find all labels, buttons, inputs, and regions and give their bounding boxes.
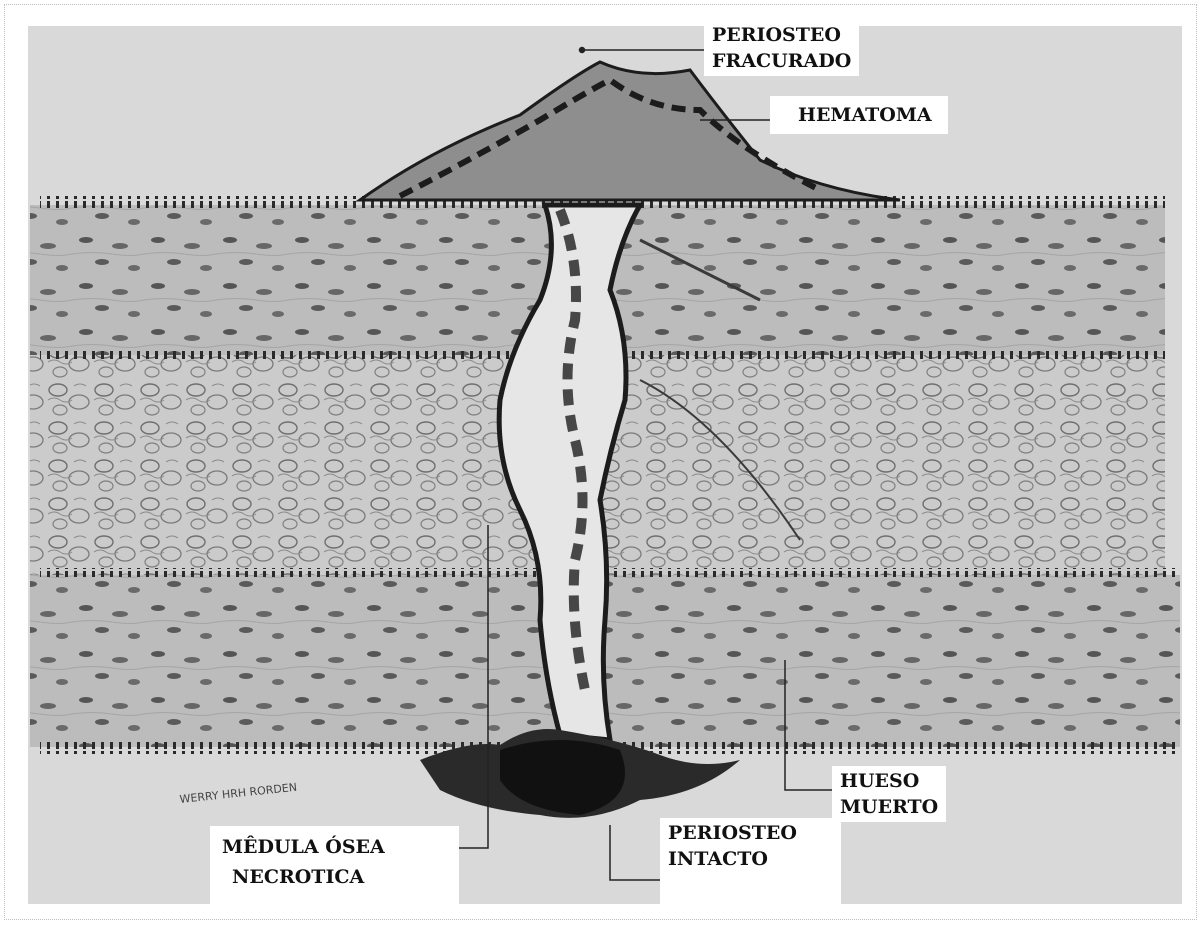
label-line: FRACURADO xyxy=(712,48,851,74)
label-line: MUERTO xyxy=(840,794,938,820)
label-line: NECROTICA xyxy=(222,862,447,892)
label-line: INTACTO xyxy=(668,846,833,872)
label-line: PERIOSTEO xyxy=(712,22,851,48)
label-line: MÊDULA ÓSEA xyxy=(222,832,447,862)
label-line: HUESO xyxy=(840,768,938,794)
label-periosteo-intacto: PERIOSTEO INTACTO xyxy=(660,818,841,908)
label-hematoma: HEMATOMA xyxy=(770,96,948,134)
leader-dot xyxy=(580,48,585,53)
label-hueso-muerto: HUESO MUERTO xyxy=(832,766,946,822)
label-line: HEMATOMA xyxy=(798,102,932,128)
label-line: PERIOSTEO xyxy=(668,820,833,846)
label-medula-osea: MÊDULA ÓSEA NECROTICA xyxy=(210,826,459,908)
label-periosteo-fracturado: PERIOSTEO FRACURADO xyxy=(704,20,859,76)
